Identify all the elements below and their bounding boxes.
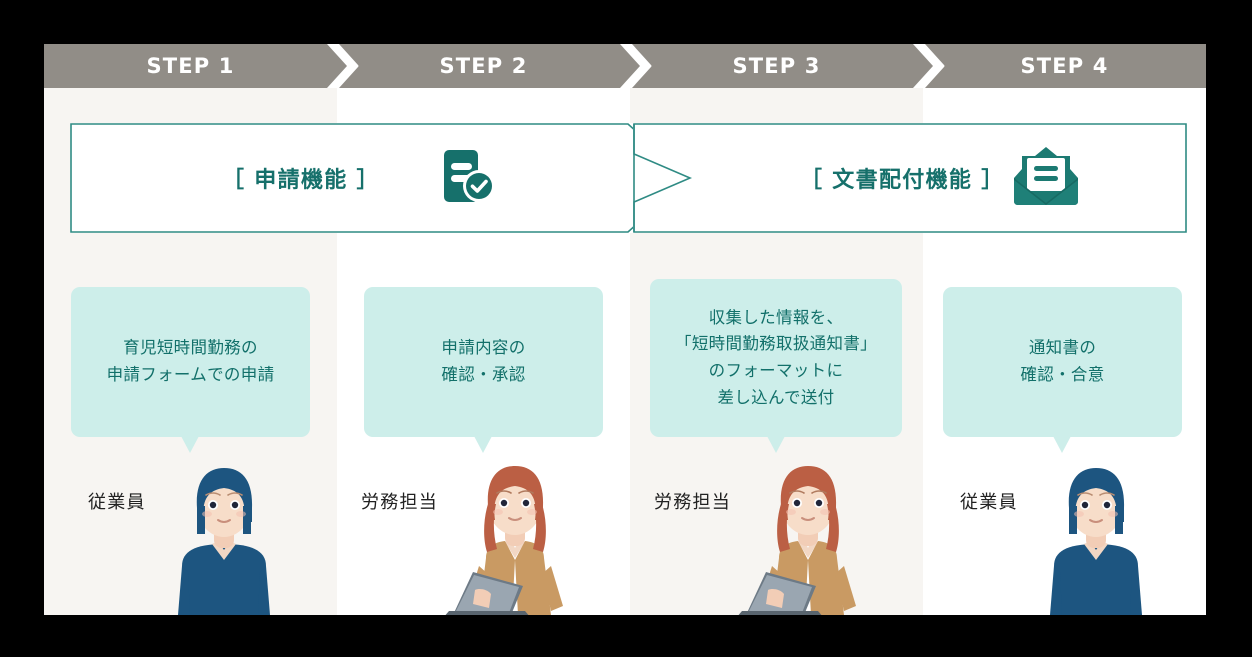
bubble-line: 申請内容の <box>441 338 526 358</box>
step-label-4: STEP 4 <box>1020 53 1109 78</box>
bubble-line: 確認・合意 <box>1020 365 1105 384</box>
step-cell-3: STEP 3 <box>630 44 923 88</box>
step-cell-1: STEP 1 <box>44 44 337 88</box>
persona-figure-1 <box>154 448 294 615</box>
feature-label-application: ［ 申請機能 ］ <box>222 168 380 193</box>
persona-label-2: 労務担当 <box>361 492 439 513</box>
bubble-line: 通知書の <box>1028 338 1097 358</box>
feature-banner-application[interactable]: ［ 申請機能 ］ <box>70 123 690 233</box>
document-check-icon <box>436 144 500 212</box>
persona-label-3: 労務担当 <box>654 492 732 513</box>
bubble-line: 「短時間勤務取扱通知書」 <box>675 334 877 354</box>
persona-label-1: 従業員 <box>88 492 146 513</box>
diagram-canvas: STEP 1 STEP 2 STEP 3 STEP 4 ［ 申請機能 ］ <box>44 44 1206 615</box>
speech-bubble-tail-1 <box>181 436 199 453</box>
chevron-separator-icon-2 <box>620 44 664 88</box>
speech-bubble-tail-2 <box>474 436 492 453</box>
bubble-line: 収集した情報を、 <box>708 307 844 327</box>
bubble-line: 育児短時間勤務の <box>123 338 258 358</box>
persona-figure-4 <box>1026 448 1166 615</box>
chevron-separator-icon-3 <box>913 44 957 88</box>
bubble-line: のフォーマットに <box>708 361 844 380</box>
speech-bubble-1: 育児短時間勤務の 申請フォームでの申請 <box>71 287 310 437</box>
open-envelope-icon <box>1012 144 1080 212</box>
feature-banner-document-delivery[interactable]: ［ 文書配付機能 ］ <box>633 123 1187 233</box>
step-label-3: STEP 3 <box>732 53 821 78</box>
bubble-line: 確認・承認 <box>441 365 526 384</box>
step-cell-4: STEP 4 <box>923 44 1206 88</box>
speech-bubble-tail-4 <box>1053 436 1071 453</box>
step-label-1: STEP 1 <box>146 53 235 78</box>
step-label-2: STEP 2 <box>439 53 528 78</box>
speech-bubble-4: 通知書の 確認・合意 <box>943 287 1182 437</box>
bubble-line: 差し込んで送付 <box>717 387 835 407</box>
bubble-line: 申請フォームでの申請 <box>106 365 275 384</box>
chevron-separator-icon-1 <box>327 44 371 88</box>
step-cell-2: STEP 2 <box>337 44 630 88</box>
persona-label-4: 従業員 <box>960 492 1018 513</box>
speech-bubble-2: 申請内容の 確認・承認 <box>364 287 603 437</box>
feature-label-document-delivery: ［ 文書配付機能 ］ <box>800 168 1005 193</box>
speech-bubble-3: 収集した情報を、 「短時間勤務取扱通知書」 のフォーマットに 差し込んで送付 <box>650 279 902 437</box>
speech-bubble-tail-3 <box>767 436 785 453</box>
step-header-bar: STEP 1 STEP 2 STEP 3 STEP 4 <box>44 44 1206 88</box>
persona-figure-2 <box>439 448 591 615</box>
persona-figure-3 <box>732 448 884 615</box>
